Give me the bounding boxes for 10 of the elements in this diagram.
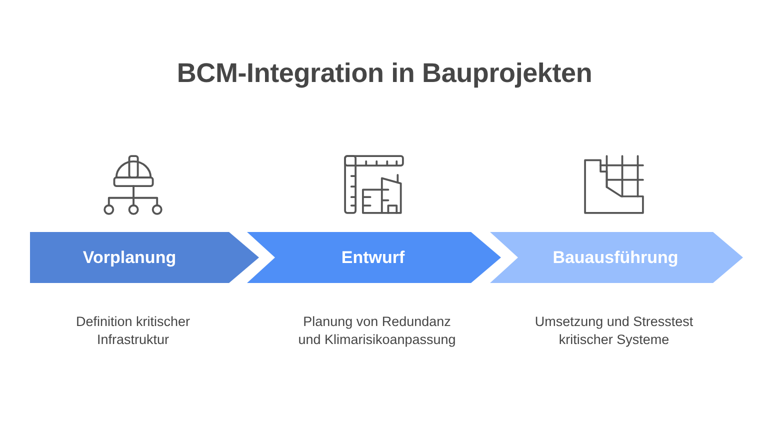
step-label: Vorplanung xyxy=(82,248,176,268)
step-description: Planung von Redundanz und Klimarisikoanpassung xyxy=(297,313,457,349)
chevron-step xyxy=(30,232,259,283)
chevron-step xyxy=(247,232,501,283)
chevron-step xyxy=(490,232,743,283)
step-description: Definition kritischer Infrastruktur xyxy=(74,313,192,349)
diagram-title: BCM-Integration in Bauprojekten xyxy=(176,58,594,89)
step-description: Umsetzung und Stresstest kritischer Systeme xyxy=(534,313,694,349)
step-label: Bauausführung xyxy=(552,248,678,268)
step-label: Entwurf xyxy=(341,248,405,268)
